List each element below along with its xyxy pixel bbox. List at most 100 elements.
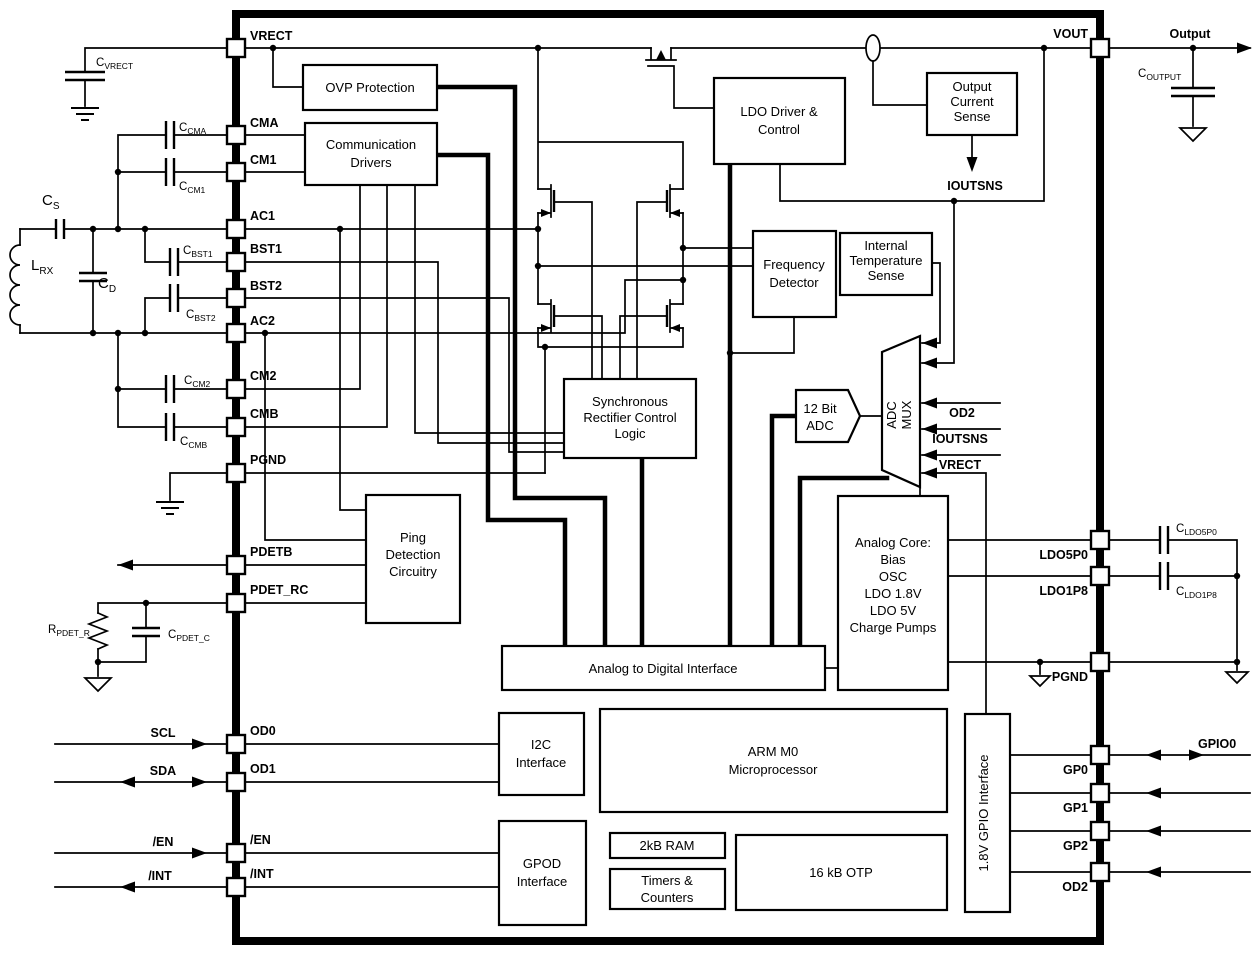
block-16kb-otp: [734, 833, 949, 912]
pin-labels: VRECT CMA CM1 AC1 BST1 BST2 AC2 CM2 CMB …: [250, 27, 1088, 894]
block-adc-mux: [880, 334, 922, 489]
pin-gp2: [1089, 820, 1111, 842]
label-i2c-1: I2C: [531, 737, 551, 752]
label-cs-sub: S: [53, 201, 60, 212]
current-sense-loop: [865, 34, 881, 62]
label-sync-3: Logic: [614, 426, 646, 441]
label-freq-1: Frequency: [763, 257, 825, 272]
label-ioutsns: IOUTSNS: [947, 179, 1003, 193]
label-comm-1: Communication: [326, 137, 416, 152]
label-ocs-1: Output: [952, 79, 991, 94]
pin-od2: [1089, 861, 1111, 883]
label-ping-1: Ping: [400, 530, 426, 545]
label-coutput-sub: OUTPUT: [1146, 72, 1181, 82]
label-ldo-2: Control: [758, 122, 800, 137]
block-2kb-ram: [608, 831, 727, 860]
label-mux-od2: OD2: [949, 406, 975, 420]
pin-ldo5p0: [1089, 529, 1111, 551]
pin-vrect: [225, 37, 247, 59]
label-cldo5p0: CLDO5P0: [1176, 523, 1217, 537]
ground-symbols: [71, 107, 184, 515]
label-ccm2-sub: CM2: [192, 379, 210, 389]
label-ram: 2kB RAM: [640, 838, 695, 853]
label-lrx: LRX: [31, 257, 54, 277]
arrowheads: [118, 42, 1252, 893]
block-ping-detection: [364, 493, 462, 625]
label-ccm2: CCM2: [184, 375, 211, 389]
label-lrx-sub: RX: [39, 266, 53, 277]
pin-label-gp2: GP2: [1063, 839, 1088, 853]
internal-wires: [244, 47, 1092, 888]
pin-label-gp1: GP1: [1063, 801, 1088, 815]
block-output-current-sense: [925, 71, 1019, 137]
pin-label-ldo5p0: LDO5P0: [1039, 548, 1088, 562]
label-cvrect: CVRECT: [96, 57, 133, 71]
pin-cmb: [225, 416, 247, 438]
block-labels: OVP Protection Communication Drivers LDO…: [325, 79, 994, 905]
pin-label-vrect: VRECT: [250, 29, 293, 43]
label-ccm1-sub: CM1: [187, 185, 205, 195]
pin-gp0: [1089, 744, 1111, 766]
pin-pdet-rc: [225, 592, 247, 614]
label-coutput-main: C: [1138, 68, 1146, 80]
label-ccma-sub: CMA: [187, 126, 206, 136]
label-cpdet-sub: PDET_C: [176, 633, 210, 643]
label-rpdet: RPDET_R: [48, 624, 90, 638]
pin-vout: [1089, 37, 1111, 59]
pin-label-bst1: BST1: [250, 242, 282, 256]
junction-dots: [89, 44, 1241, 666]
mosfet-arrows: [541, 50, 680, 332]
component-labels: CVRECT CS LRX CD CCMA CCM1 CBST1 CBST2 C…: [31, 57, 1217, 643]
pin-od0: [225, 733, 247, 755]
label-ccm1: CCM1: [179, 181, 206, 195]
label-cs: CS: [42, 192, 60, 212]
label-mux-1: ADC: [884, 401, 899, 428]
pin-label-vout: VOUT: [1053, 27, 1088, 41]
label-sda: SDA: [150, 764, 176, 778]
label-freq-2: Detector: [769, 275, 819, 290]
pin-en: [225, 842, 247, 864]
label-gpod-2: Interface: [517, 874, 568, 889]
label-mux-ioutsns: IOUTSNS: [932, 432, 988, 446]
label-sync-1: Synchronous: [592, 394, 668, 409]
pin-od1: [225, 771, 247, 793]
function-blocks: [301, 63, 1019, 927]
block-communication-drivers: [303, 121, 439, 187]
label-ccmb-main: C: [180, 436, 188, 448]
label-mux-vrect: VRECT: [939, 458, 982, 472]
label-ovp: OVP Protection: [325, 80, 414, 95]
mosfet-symbols: [537, 184, 684, 333]
label-cldo1p8: CLDO1P8: [1176, 586, 1217, 600]
label-cvrect-main: C: [96, 57, 104, 69]
pin-bst1: [225, 251, 247, 273]
label-ccmb: CCMB: [180, 436, 208, 450]
pin-label-od2: OD2: [1062, 880, 1088, 894]
block-timers-counters: [608, 867, 727, 911]
pin-label-ac1: AC1: [250, 209, 275, 223]
bus-lines: [433, 84, 890, 649]
pin-label-cma: CMA: [250, 116, 278, 130]
label-cldo5p0-main: C: [1176, 523, 1184, 535]
pin-label-int: /INT: [250, 867, 274, 881]
pin-label-cm1: CM1: [250, 153, 276, 167]
label-rpdet-main: R: [48, 624, 56, 636]
label-output: Output: [1170, 27, 1212, 41]
label-cldo1p8-main: C: [1176, 586, 1184, 598]
pin-cm2: [225, 378, 247, 400]
label-en: /EN: [153, 835, 174, 849]
pin-label-pgnd-right: PGND: [1052, 670, 1088, 684]
block-i2c-interface: [497, 711, 586, 797]
label-gpod-1: GPOD: [523, 856, 561, 871]
label-cd: CD: [98, 275, 116, 295]
label-core-6: Charge Pumps: [850, 620, 937, 635]
label-cbst1-main: C: [183, 245, 191, 257]
pin-label-cm2: CM2: [250, 369, 276, 383]
block-ldo-driver-control: [712, 76, 847, 166]
label-rpdet-sub: PDET_R: [56, 628, 90, 638]
pin-pdetb: [225, 554, 247, 576]
pin-ldo1p8: [1089, 565, 1111, 587]
label-int: /INT: [148, 869, 172, 883]
label-core-1: Analog Core:: [855, 535, 931, 550]
label-cbst2: CBST2: [186, 309, 216, 323]
